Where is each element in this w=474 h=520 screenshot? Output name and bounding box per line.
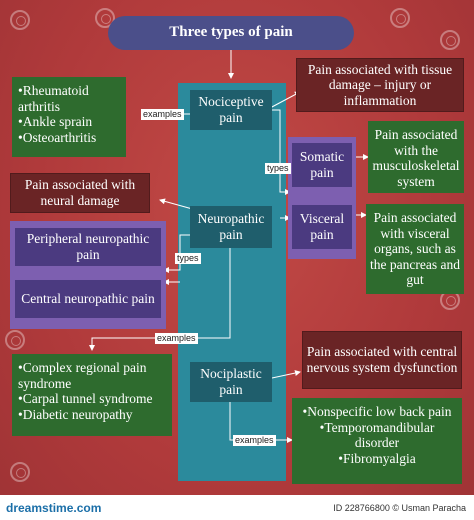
watermark-spiral-icon (95, 8, 115, 28)
visceral-pain-node: Visceral pain (292, 205, 352, 249)
examples-connector-label: examples (155, 333, 198, 344)
example-item: •Temporomandibular disorder (319, 419, 435, 451)
example-item: •Fibromyalgia (338, 450, 416, 466)
examples-connector-label: examples (141, 109, 184, 120)
examples-connector-label: examples (233, 435, 276, 446)
peripheral-neuropathic-node: Peripheral neuropathic pain (15, 228, 161, 266)
types-connector-label: types (265, 163, 291, 174)
dreamstime-logo: dreamstime.com (6, 501, 102, 515)
types-connector-label: types (175, 253, 201, 264)
image-id-credit: ID 228766800 © Usman Paracha (333, 503, 466, 513)
nociceptive-pain-node: Nociceptive pain (190, 90, 272, 130)
nociplastic-pain-node: Nociplastic pain (190, 362, 272, 402)
nociceptive-description: Pain associated with tissue damage – inj… (296, 58, 464, 112)
example-item: •Diabetic neuropathy (18, 406, 133, 422)
example-item: •Rheumatoid arthritis (18, 83, 89, 114)
diagram-title: Three types of pain (108, 16, 354, 50)
nociceptive-examples: •Rheumatoid arthritis •Ankle sprain •Ost… (12, 77, 126, 157)
central-neuropathic-node: Central neuropathic pain (15, 280, 161, 318)
example-item: •Ankle sprain (18, 114, 93, 130)
somatic-description: Pain associated with the musculoskeletal… (368, 121, 464, 193)
neuropathic-examples: •Complex regional pain syndrome •Carpal … (12, 354, 172, 436)
neuropathic-pain-node: Neuropathic pain (190, 206, 272, 248)
nociplastic-examples: •Nonspecific low back pain •Temporomandi… (292, 398, 462, 484)
footer-bar: dreamstime.com ID 228766800 © Usman Para… (0, 495, 474, 520)
watermark-spiral-icon (440, 30, 460, 50)
watermark-spiral-icon (5, 330, 25, 350)
example-item: •Complex regional pain syndrome (18, 360, 147, 391)
watermark-spiral-icon (10, 462, 30, 482)
watermark-spiral-icon (390, 8, 410, 28)
example-item: •Carpal tunnel syndrome (18, 391, 153, 407)
somatic-pain-node: Somatic pain (292, 143, 352, 187)
watermark-spiral-icon (10, 10, 30, 30)
example-item: •Nonspecific low back pain (302, 404, 452, 419)
visceral-description: Pain associated with visceral organs, su… (366, 204, 464, 294)
example-item: •Osteoarthritis (18, 129, 97, 145)
main-types-column (178, 83, 286, 481)
nociplastic-description: Pain associated with central nervous sys… (302, 331, 462, 389)
neuropathic-description: Pain associated with neural damage (10, 173, 150, 213)
